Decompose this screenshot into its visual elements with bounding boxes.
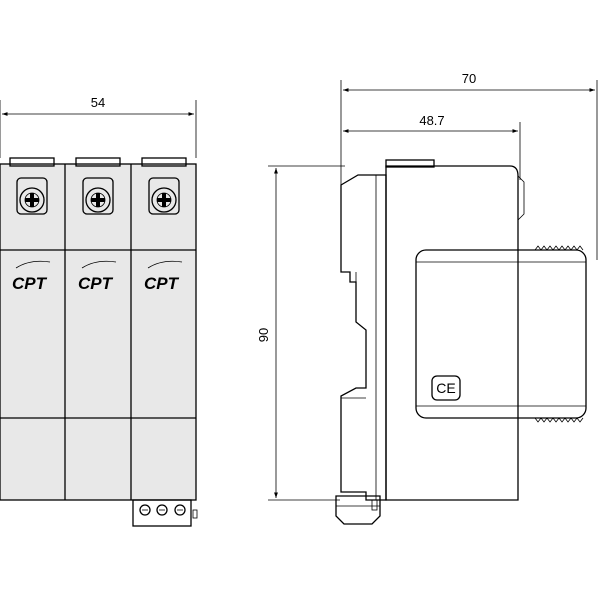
grip-ridges-bottom <box>534 417 584 423</box>
top-clip <box>385 159 435 168</box>
connector-icon <box>132 499 198 527</box>
plug-module <box>415 249 587 419</box>
top-tab <box>75 157 121 167</box>
top-tab <box>9 157 55 167</box>
module-logo: CPT <box>144 260 183 293</box>
ce-mark-icon: CE <box>431 375 461 401</box>
terminal-screw-icon <box>82 177 114 215</box>
grip-ridges-top <box>534 245 584 251</box>
din-rail-clip <box>340 174 387 501</box>
top-tab <box>141 157 187 167</box>
side-body <box>385 165 519 501</box>
bottom-clip <box>335 495 381 525</box>
height-label: 90 <box>256 328 271 342</box>
front-view: 54 <box>0 95 198 527</box>
terminal-screw-icon <box>16 177 48 215</box>
svg-text:CPT: CPT <box>78 274 114 293</box>
device-body <box>0 163 197 501</box>
rail-dimension: 48.7 <box>343 113 521 180</box>
terminal-screw-icon <box>148 177 180 215</box>
rail-label: 48.7 <box>419 113 444 128</box>
svg-text:CPT: CPT <box>144 274 180 293</box>
depth-label: 70 <box>462 71 476 86</box>
width-label: 54 <box>91 95 105 110</box>
svg-text:CE: CE <box>436 380 455 396</box>
side-view: 70 48.7 90 <box>256 71 598 525</box>
depth-dimension: 70 <box>340 71 598 260</box>
width-dimension: 54 <box>0 95 197 158</box>
svg-text:CPT: CPT <box>12 274 48 293</box>
height-dimension: 90 <box>256 165 345 501</box>
module-logo: CPT <box>78 260 117 293</box>
module-logo: CPT <box>12 260 51 293</box>
